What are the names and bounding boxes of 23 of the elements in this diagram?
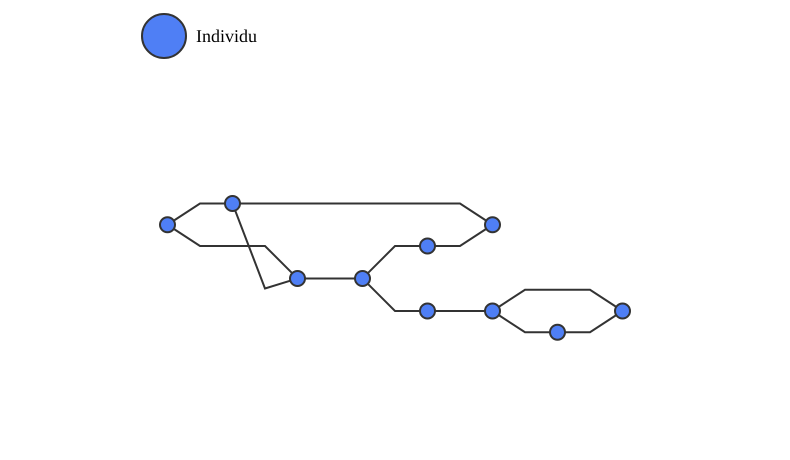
node-circle: [159, 216, 176, 233]
node-circle: [419, 302, 436, 320]
connector: [498, 288, 617, 308]
connector: [234, 210, 291, 290]
node-circle: [484, 302, 501, 320]
node-circle: [354, 270, 371, 287]
node-circle: [289, 270, 306, 287]
connector: [565, 314, 617, 333]
connector: [240, 202, 487, 222]
connector: [498, 314, 550, 333]
legend-label: Individu: [196, 26, 257, 46]
node-circle: [419, 237, 436, 254]
node-circle: [549, 323, 566, 340]
connector: [173, 228, 293, 274]
connector: [305, 277, 355, 280]
connector: [435, 310, 485, 312]
node-circle: [614, 302, 631, 320]
connector: [435, 228, 487, 247]
connector: [173, 202, 225, 222]
connector: [367, 244, 420, 274]
connector: [367, 282, 420, 312]
node-circle: [484, 216, 501, 233]
node-circle: [224, 194, 241, 212]
